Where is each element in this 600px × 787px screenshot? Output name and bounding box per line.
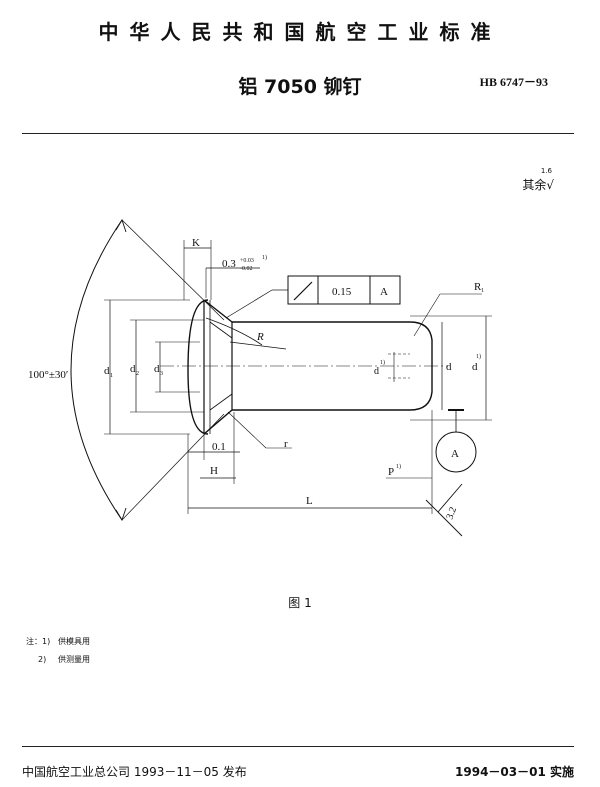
roughness-symbol-icon: √ bbox=[546, 178, 554, 192]
label-P: P bbox=[388, 466, 394, 478]
frame-datum: A bbox=[380, 286, 388, 298]
notes: 注：1) 供模具用 2) 供测量用 bbox=[26, 636, 90, 672]
footer-rule bbox=[22, 746, 574, 747]
header-rule bbox=[22, 133, 574, 134]
document-title: 铝 7050 铆钉 bbox=[238, 76, 362, 98]
label-R: R bbox=[256, 331, 264, 343]
label-d2-sub: 2 bbox=[136, 371, 139, 377]
issue-date: 中国航空工业总公司 1993－11－05 发布 bbox=[22, 765, 247, 779]
rivet-drawing: K 0.3 +0.03 -0.02 1) 0.15 A R 1 R 100°±3… bbox=[28, 218, 492, 537]
label-R1: R bbox=[474, 281, 482, 293]
frame-tolerance: 0.15 bbox=[332, 286, 352, 298]
surface-roughness-note: 其余√ 1.6 bbox=[522, 167, 554, 193]
note-text: 供测量用 bbox=[58, 655, 90, 664]
label-d1: d bbox=[104, 365, 110, 377]
label-P-sup: 1) bbox=[396, 463, 401, 470]
figure-caption: 图 1 bbox=[288, 596, 312, 610]
standard-header: 中华人民共和国航空工业标准 bbox=[98, 20, 502, 44]
note-item: 注：1) 供模具用 bbox=[26, 636, 90, 654]
dim-L: L bbox=[306, 495, 313, 507]
roughness-end-value: 3.2 bbox=[444, 506, 459, 522]
label-d-right-sup: 1) bbox=[476, 353, 481, 360]
label-d2: d bbox=[130, 363, 136, 375]
datum-circle-label: A bbox=[451, 448, 459, 460]
dim-K-label: K bbox=[192, 237, 200, 249]
effective-date: 1994－03－01 实施 bbox=[455, 765, 574, 779]
note-label: 2) bbox=[38, 655, 47, 664]
standard-code: HB 6747－93 bbox=[479, 75, 548, 89]
label-d3-sup: 1) bbox=[380, 359, 385, 366]
chamfer-tol-sup: 1) bbox=[262, 254, 267, 261]
label-d-right: d bbox=[472, 361, 478, 373]
note-item: 2) 供测量用 bbox=[26, 654, 90, 672]
label-d3-shank: d bbox=[374, 366, 379, 377]
chamfer-tolerance: 0.3 bbox=[222, 258, 236, 270]
label-R1-sub: 1 bbox=[481, 288, 484, 294]
chamfer-tol-upper: +0.03 bbox=[240, 258, 254, 264]
chamfer-tol-lower: -0.02 bbox=[240, 266, 253, 272]
label-d3-sub: 3 bbox=[160, 371, 163, 377]
label-d1-sub: 1 bbox=[110, 373, 113, 379]
label-r: r bbox=[284, 438, 288, 450]
label-d: d bbox=[446, 361, 452, 373]
dim-H: H bbox=[210, 465, 218, 477]
dim-0-1: 0.1 bbox=[212, 441, 226, 453]
angle-label: 100°±30′ bbox=[28, 369, 68, 381]
surface-note-value: 1.6 bbox=[540, 167, 552, 175]
surface-note-prefix: 其余 bbox=[522, 178, 547, 192]
note-label: 注：1) bbox=[26, 637, 51, 646]
note-text: 供模具用 bbox=[58, 637, 90, 646]
label-d3: d bbox=[154, 363, 160, 375]
